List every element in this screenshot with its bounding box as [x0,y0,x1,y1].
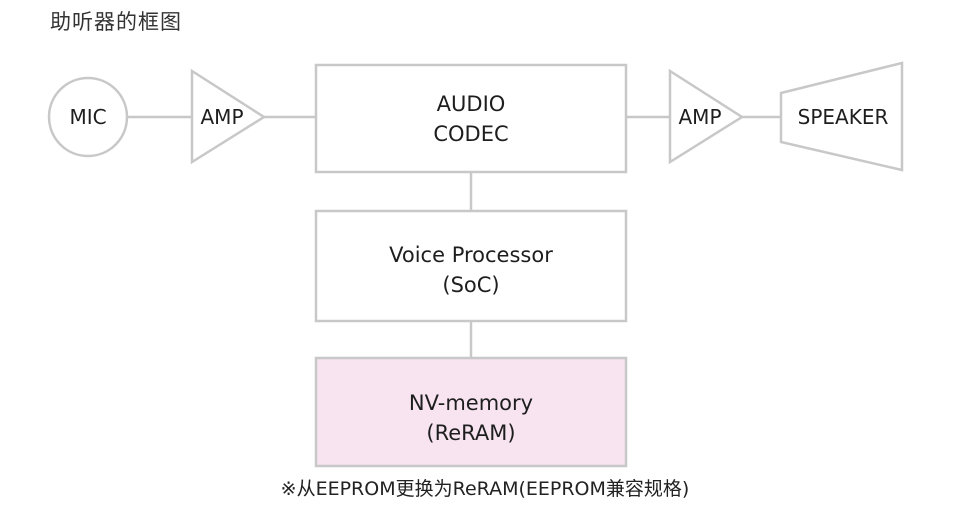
amp-in-label: AMP [200,105,244,129]
speaker-label: SPEAKER [797,105,889,129]
voice-processor-label-line1: Voice Processor [389,243,553,267]
amp-out-label: AMP [678,105,722,129]
nv-memory-box [314,356,628,468]
amp-in-triangle [190,68,267,165]
mic-circle [47,76,129,158]
amp-out-triangle [668,68,745,165]
footnote: ※从EEPROM更换为ReRAM(EEPROM兼容规格) [280,478,690,500]
voice-processor-label-line2: (SoC) [442,273,500,297]
speaker-shape [779,61,904,172]
nv-memory-label-line1: NV-memory [408,391,534,415]
audio-codec-label-line1: AUDIO [436,92,506,116]
nv-memory-label-line2: (ReRAM) [426,421,516,445]
mic-label: MIC [69,105,107,129]
audio-codec-label-line2: CODEC [433,122,509,146]
diagram-title: 助听器的框图 [50,10,182,34]
audio-codec-box [314,63,628,174]
voice-processor-box [314,209,628,323]
